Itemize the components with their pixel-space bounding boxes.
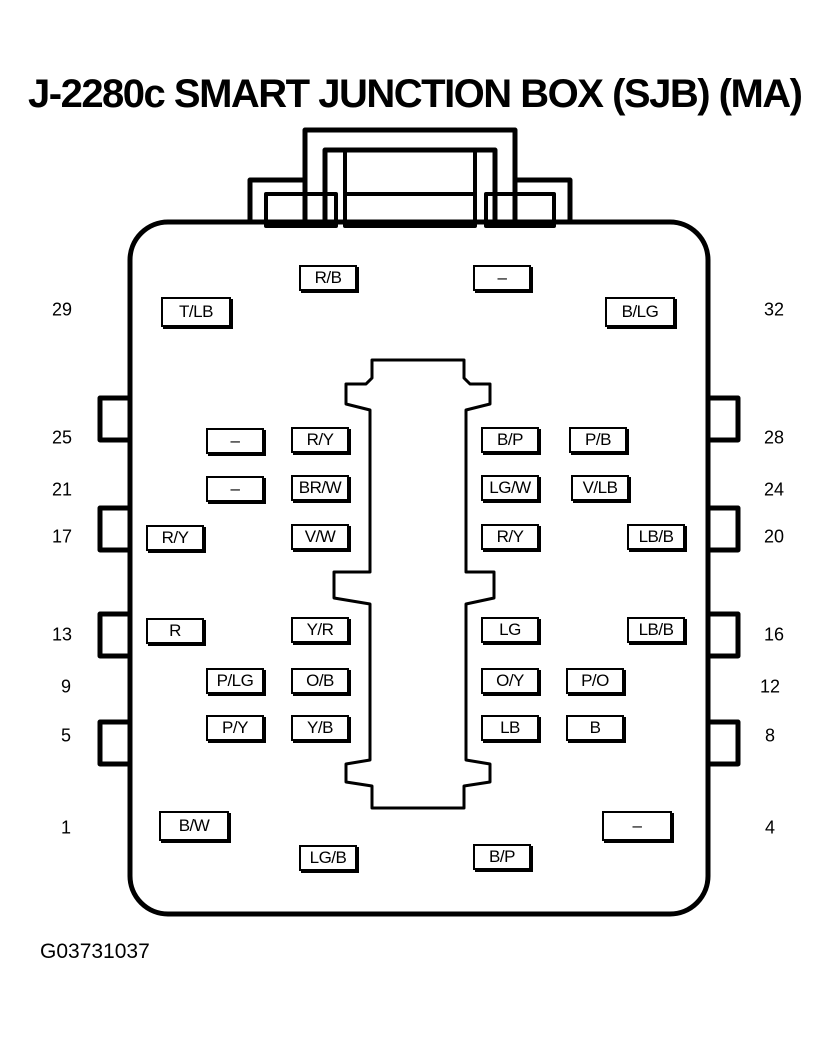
latch-slot-left <box>264 192 338 228</box>
wire-label-row5-col2: Y/B <box>291 715 349 741</box>
figure-id: G03731037 <box>40 940 150 963</box>
latch-slot-right <box>484 192 556 228</box>
pin-number-12: 12 <box>759 676 781 697</box>
pin-number-20: 20 <box>763 526 785 547</box>
side-tab-right-4 <box>708 719 741 767</box>
wire-label-pin-32: B/LG <box>605 297 675 327</box>
pin-number-1: 1 <box>60 817 71 838</box>
side-tab-right-1 <box>708 395 741 443</box>
pin-number-29: 29 <box>51 299 73 320</box>
pin-number-24: 24 <box>763 479 785 500</box>
wire-label-row25-col2: R/Y <box>291 427 349 453</box>
wire-label-row13-col3: LG <box>481 617 539 643</box>
pin-number-28: 28 <box>763 427 785 448</box>
wire-label-row5-col1: P/Y <box>206 715 264 741</box>
wire-label-row21-col1: – <box>206 476 264 502</box>
latch-shoulder-left <box>247 177 305 222</box>
side-tab-right-2 <box>708 505 741 553</box>
wire-label-pin-29: T/LB <box>161 297 231 327</box>
wire-label-top-center-right: – <box>473 265 531 291</box>
wire-label-row25-col3: B/P <box>481 427 539 453</box>
wire-label-row17-col3: R/Y <box>481 524 539 550</box>
wire-label-row13-col2: Y/R <box>291 617 349 643</box>
wire-label-row25-col1: – <box>206 428 264 454</box>
wire-label-row21-col4: V/LB <box>571 475 629 501</box>
wire-label-row21-col3: LG/W <box>481 475 539 501</box>
pin-number-21: 21 <box>51 479 73 500</box>
wire-label-bottom-center-right: B/P <box>473 844 531 870</box>
wire-label-row17-col4: LB/B <box>627 524 685 550</box>
pin-number-8: 8 <box>764 725 775 746</box>
wire-label-row9-col2: O/B <box>291 668 349 694</box>
latch-window-center <box>343 148 477 224</box>
wire-label-row17-col1: R/Y <box>146 525 204 551</box>
wire-label-row9-col3: O/Y <box>481 668 539 694</box>
wire-label-row25-col4: P/B <box>569 427 627 453</box>
page-title: J-2280c SMART JUNCTION BOX (SJB) (MA) <box>28 72 803 116</box>
side-tab-left-1 <box>97 395 130 443</box>
wire-label-top-center-left: R/B <box>299 265 357 291</box>
top-latch <box>302 127 518 222</box>
pin-number-4: 4 <box>764 817 775 838</box>
latch-slot-center <box>343 192 477 228</box>
pin-number-5: 5 <box>60 725 71 746</box>
wire-label-row9-col1: P/LG <box>206 668 264 694</box>
pin-number-17: 17 <box>51 526 73 547</box>
wire-label-bottom-center-left: LG/B <box>299 845 357 871</box>
wire-label-pin-1: B/W <box>159 811 229 841</box>
top-latch-inner <box>322 147 498 222</box>
side-tab-left-2 <box>97 505 130 553</box>
side-tab-right-3 <box>708 611 741 659</box>
pin-number-13: 13 <box>51 624 73 645</box>
center-key-cavity <box>332 358 496 810</box>
wire-label-pin-4: – <box>602 811 672 841</box>
wire-label-row17-col2: V/W <box>291 524 349 550</box>
wire-label-row21-col2: BR/W <box>291 475 349 501</box>
side-tab-left-3 <box>97 611 130 659</box>
wire-label-row5-col4: B <box>566 715 624 741</box>
pin-number-9: 9 <box>60 676 71 697</box>
wire-label-row5-col3: LB <box>481 715 539 741</box>
side-tab-left-4 <box>97 719 130 767</box>
wire-label-row9-col4: P/O <box>566 668 624 694</box>
wire-label-row13-col4: LB/B <box>627 617 685 643</box>
pin-number-32: 32 <box>763 299 785 320</box>
wire-label-row13-col1: R <box>146 618 204 644</box>
pin-number-16: 16 <box>763 624 785 645</box>
pin-number-25: 25 <box>51 427 73 448</box>
connector-body <box>127 219 711 917</box>
latch-shoulder-right <box>515 177 573 222</box>
